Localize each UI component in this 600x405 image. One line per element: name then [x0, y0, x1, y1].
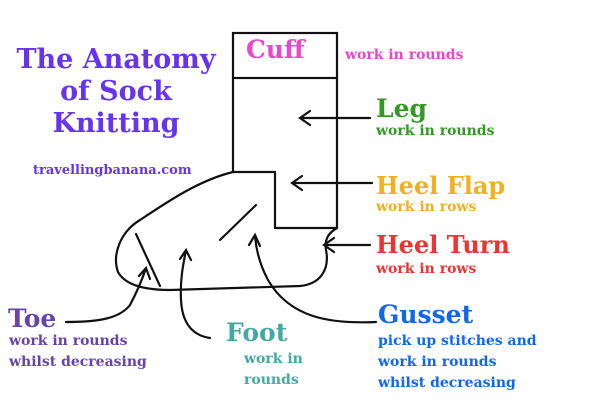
title-line-3: Knitting: [52, 107, 180, 139]
toe-desc-2: whilst decreasing: [9, 354, 147, 370]
heel-flap-label: Heel Flap: [376, 171, 506, 200]
heel-turn-desc: work in rows: [376, 261, 477, 277]
leg-label: Leg: [376, 94, 427, 123]
foot-arrow: [178, 247, 212, 340]
arrows: [64, 109, 378, 340]
heel-turn-label: Heel Turn: [376, 230, 510, 259]
cuff-box: [231, 31, 339, 80]
foot-desc-2: rounds: [244, 372, 299, 388]
heel-flap-desc: work in rows: [376, 199, 477, 215]
heel-turn-arrow: [322, 236, 372, 254]
foot-desc-1: work in: [244, 351, 303, 367]
website-label: travellingbanana.com: [33, 163, 192, 178]
cuff-label: Cuff: [246, 35, 305, 64]
cuff-desc: work in rounds: [345, 47, 464, 63]
title: The Anatomy of Sock Knitting: [6, 44, 226, 140]
sock-outline: [114, 76, 339, 292]
gusset-line: [218, 203, 258, 242]
title-line-2: of Sock: [60, 75, 172, 107]
gusset-desc-2: work in rounds: [378, 354, 497, 370]
leg-desc: work in rounds: [376, 123, 495, 139]
gusset-arrow: [247, 232, 378, 324]
toe-line: [134, 232, 162, 288]
gusset-desc-3: whilst decreasing: [378, 375, 516, 391]
toe-arrow: [64, 265, 152, 324]
leg-arrow: [298, 109, 372, 127]
gusset-label: Gusset: [378, 300, 474, 329]
foot-label: Foot: [226, 318, 288, 347]
heel-flap-arrow: [290, 174, 374, 192]
title-line-1: The Anatomy: [16, 44, 216, 75]
toe-desc-1: work in rounds: [9, 333, 128, 349]
toe-label: Toe: [8, 304, 57, 333]
gusset-desc-1: pick up stitches and: [378, 333, 537, 349]
